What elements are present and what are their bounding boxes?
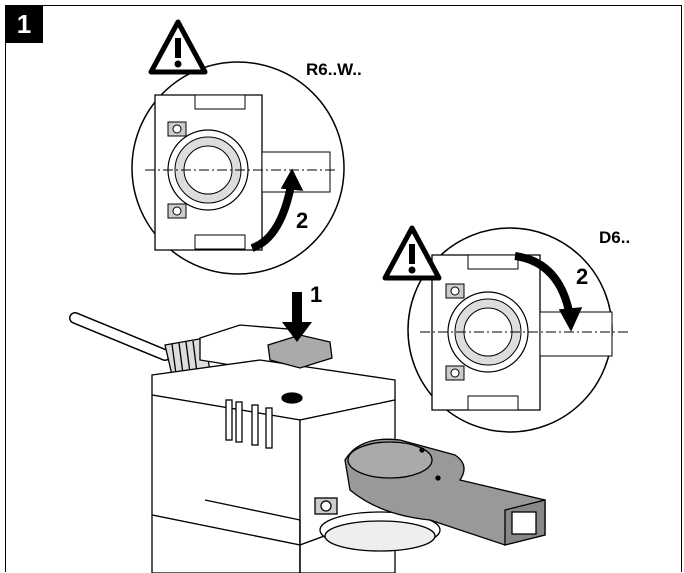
screw-top bbox=[167, 121, 187, 137]
actuator-illustration bbox=[69, 312, 546, 573]
r6-callout bbox=[131, 61, 345, 275]
warning-triangle-icon bbox=[382, 225, 442, 281]
step-number-badge: 1 bbox=[5, 5, 43, 43]
r6-rotation-step-label: 2 bbox=[296, 208, 309, 233]
figure-frame bbox=[5, 5, 682, 572]
lever-adapter bbox=[344, 438, 546, 546]
clamp-screw bbox=[314, 497, 338, 515]
press-arrow bbox=[282, 292, 312, 342]
indicator-hole bbox=[281, 392, 303, 404]
cable-gland bbox=[164, 337, 211, 376]
vents bbox=[225, 399, 273, 449]
r6-model-label: R6..W.. bbox=[306, 60, 362, 79]
d6-rotation-step-label: 2 bbox=[576, 264, 589, 289]
screw-top-d6 bbox=[445, 283, 465, 299]
warning-triangle-icon bbox=[148, 19, 208, 75]
d6-model-label: D6.. bbox=[599, 228, 631, 247]
cable bbox=[69, 312, 171, 361]
d6-callout bbox=[407, 227, 628, 433]
screw-bottom bbox=[167, 203, 187, 219]
screw-bottom-d6 bbox=[445, 365, 465, 381]
press-step-label: 1 bbox=[310, 282, 323, 307]
